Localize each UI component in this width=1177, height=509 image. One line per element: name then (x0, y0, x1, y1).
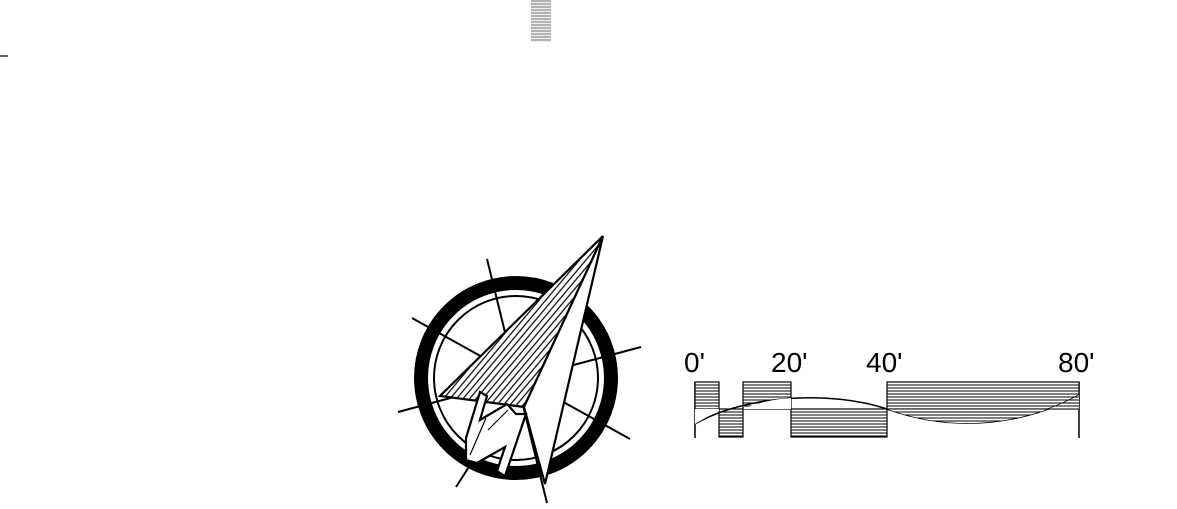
scale-bar: 0' 20' 40' 80' (684, 347, 1095, 438)
scale-label-0: 0' (684, 347, 705, 378)
scale-label-20: 20' (771, 347, 808, 378)
north-arrow-compass-icon (397, 235, 642, 504)
scale-segment-2 (718, 408, 744, 438)
scale-segment-1 (694, 381, 720, 410)
scale-segment-5 (886, 381, 1080, 410)
scale-label-40: 40' (866, 347, 903, 378)
scale-segment-4 (790, 408, 888, 438)
top-hatched-marker (531, 0, 551, 42)
north-letter-n (464, 390, 528, 478)
scale-label-80: 80' (1058, 347, 1095, 378)
